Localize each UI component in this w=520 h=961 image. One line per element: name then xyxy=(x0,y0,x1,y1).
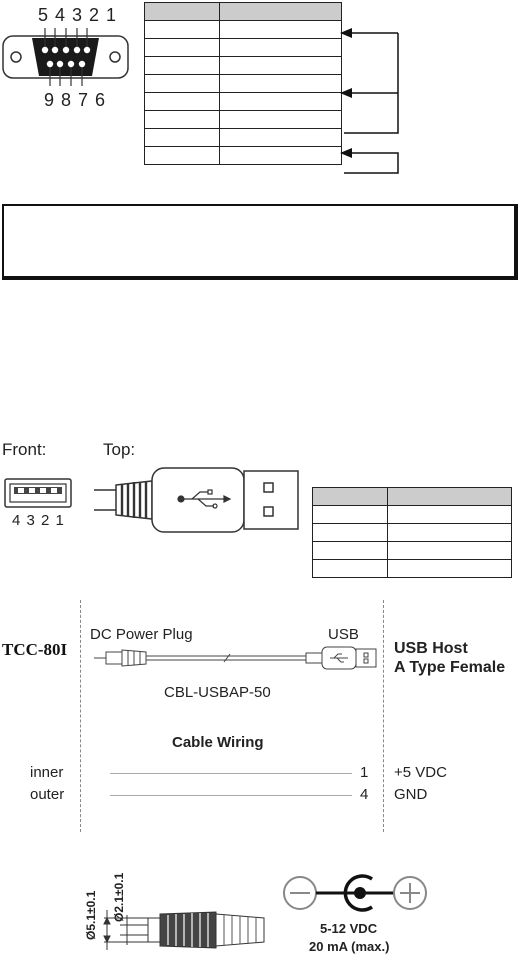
cable-drawing xyxy=(94,646,377,670)
wiring-pin: 4 xyxy=(360,786,369,803)
current-label: 20 mA (max.) xyxy=(309,939,390,954)
wiring-left-label: inner xyxy=(30,764,64,781)
dc-power-plug-label: DC Power Plug xyxy=(90,626,193,643)
wiring-line xyxy=(110,773,352,774)
divider-right xyxy=(383,600,384,832)
device-name: TCC-80I xyxy=(2,640,68,659)
cable-wiring-title: Cable Wiring xyxy=(172,734,264,751)
table-row xyxy=(144,20,342,39)
table-row xyxy=(144,74,342,93)
top-label: Top: xyxy=(103,440,136,459)
usb-pin-numbers: 4 3 2 1 xyxy=(12,512,65,529)
table-header-row xyxy=(312,487,512,506)
table-row xyxy=(144,38,342,57)
voltage-label: 5-12 VDC xyxy=(320,921,378,936)
wiring-pin: 1 xyxy=(360,764,369,781)
table-row xyxy=(144,56,342,75)
table-row xyxy=(312,541,512,560)
usb-host-line2: A Type Female xyxy=(394,659,506,676)
table-header-row xyxy=(144,2,342,21)
polarity-symbol xyxy=(283,874,427,912)
usb-label: USB xyxy=(328,626,359,643)
db9-bottom-pin-numbers: 9 8 7 6 xyxy=(44,90,107,110)
table-row xyxy=(144,146,342,165)
table-row xyxy=(312,559,512,578)
usb-host-line1: USB Host xyxy=(394,640,468,657)
table-row xyxy=(144,128,342,147)
table-row xyxy=(144,110,342,129)
table-row xyxy=(144,92,342,111)
db9-pin-table xyxy=(144,2,342,165)
wiring-line xyxy=(110,795,352,796)
loopback-wiring-arrows xyxy=(340,28,399,174)
front-label: Front: xyxy=(2,440,47,459)
dc-plug-drawing xyxy=(103,910,265,950)
usb-pin-table xyxy=(312,487,512,578)
db9-connector: 5 4 3 2 1 9 8 7 6 xyxy=(0,0,135,110)
note-box xyxy=(2,204,518,280)
cable-model: CBL-USBAP-50 xyxy=(164,684,271,701)
usb-front-view xyxy=(4,478,72,508)
db9-connector-drawing xyxy=(2,28,129,86)
divider-left xyxy=(80,600,81,832)
wiring-right-label: +5 VDC xyxy=(394,764,447,781)
table-row xyxy=(312,505,512,524)
table-row xyxy=(312,523,512,542)
usb-plug-top-view xyxy=(94,467,299,533)
wiring-right-label: GND xyxy=(394,786,428,803)
db9-top-pin-numbers: 5 4 3 2 1 xyxy=(38,5,118,25)
wiring-left-label: outer xyxy=(30,786,65,803)
